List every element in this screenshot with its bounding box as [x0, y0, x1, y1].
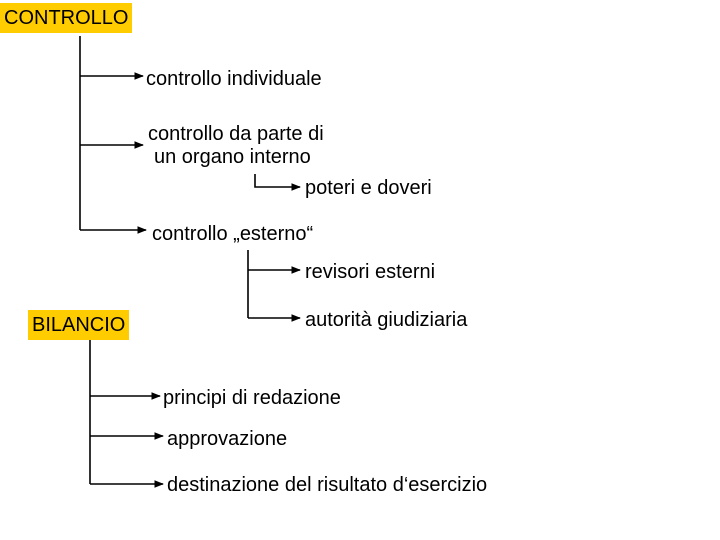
revisori-esterni-label: revisori esterni [305, 261, 436, 283]
autorita-giudiziaria-label: autorità giudiziaria [305, 309, 468, 331]
arrow-poteri-doveri [254, 174, 301, 191]
controllo-organo-label-line1: controllo da parte di [148, 123, 324, 145]
controllo-individuale-label: controllo individuale [146, 68, 322, 90]
destinazione-risultato-label: destinazione del risultato d‘esercizio [167, 474, 488, 496]
poteri-doveri-label: poteri e doveri [305, 177, 432, 199]
bilancio-header: BILANCIO [28, 310, 130, 340]
principi-redazione-label: principi di redazione [163, 387, 341, 409]
controllo-header: CONTROLLO [0, 3, 133, 33]
approvazione-label: approvazione [167, 428, 288, 450]
controllo-organo-label-line2: un organo interno [154, 146, 311, 168]
controllo-esterno-label: controllo „esterno“ [152, 223, 314, 245]
